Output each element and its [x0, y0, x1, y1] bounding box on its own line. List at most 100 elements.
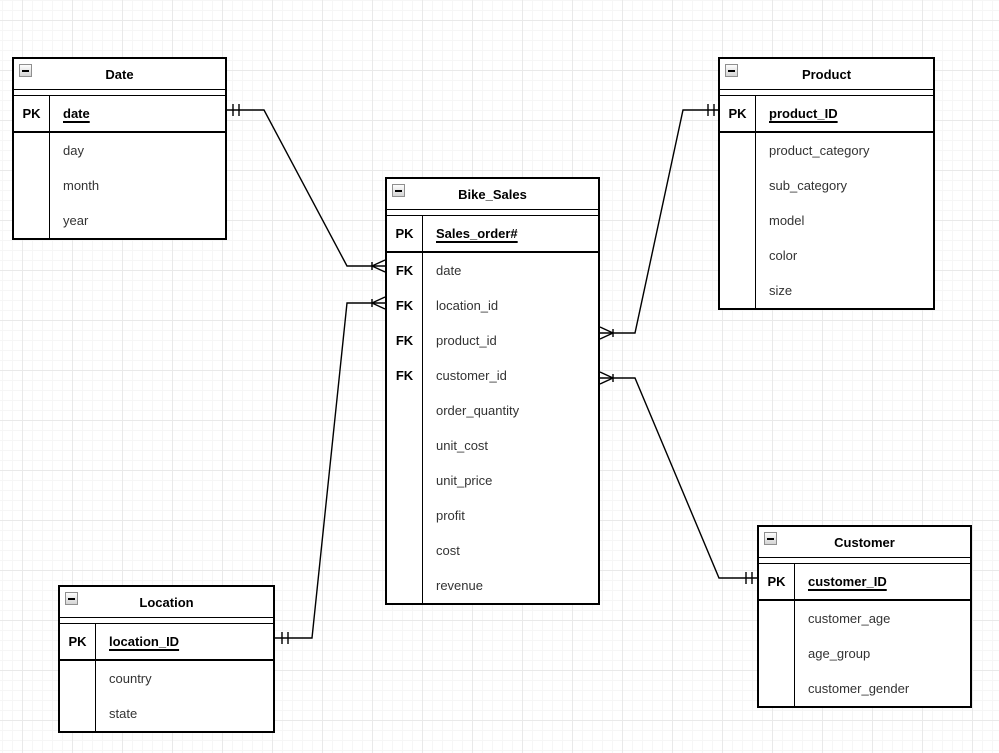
- entity-row[interactable]: customer_gender: [759, 671, 970, 706]
- row-attr-name: product_category: [769, 143, 870, 158]
- entity-row[interactable]: color: [720, 238, 933, 273]
- row-key-label: PK: [759, 564, 795, 599]
- entity-header[interactable]: Bike_Sales: [387, 179, 598, 210]
- entity-header[interactable]: Location: [60, 587, 273, 618]
- row-key-label: PK: [720, 96, 756, 131]
- row-attr-name: product_ID: [769, 106, 838, 121]
- entity-table-product[interactable]: Product PK product_ID product_category sub_…: [718, 57, 935, 310]
- row-key-label: [720, 238, 756, 273]
- entity-row[interactable]: state: [60, 696, 273, 731]
- entity-table-date[interactable]: Date PK date day month year: [12, 57, 227, 240]
- row-key-label: [759, 601, 795, 636]
- row-key-label: [387, 533, 423, 568]
- collapse-icon[interactable]: [19, 64, 32, 77]
- row-key-label: [60, 696, 96, 731]
- entity-row[interactable]: month: [14, 168, 225, 203]
- entity-title: Bike_Sales: [458, 186, 527, 202]
- entity-row[interactable]: year: [14, 203, 225, 238]
- entity-row[interactable]: product_category: [720, 133, 933, 168]
- entity-header[interactable]: Date: [14, 59, 225, 90]
- row-attr-name: color: [769, 248, 798, 263]
- crowfoot-prong: [599, 326, 614, 334]
- entity-row[interactable]: FK date: [387, 253, 598, 288]
- crowfoot-prong: [599, 371, 614, 379]
- row-key-label: FK: [387, 253, 423, 288]
- row-attr-name: Sales_order#: [436, 226, 518, 241]
- entity-row[interactable]: model: [720, 203, 933, 238]
- row-key-label: FK: [387, 288, 423, 323]
- entity-row[interactable]: cost: [387, 533, 598, 568]
- entity-row[interactable]: unit_cost: [387, 428, 598, 463]
- entity-title: Product: [801, 66, 852, 82]
- row-key-label: [14, 203, 50, 238]
- row-key-label: [60, 661, 96, 696]
- row-attr-name: model: [769, 213, 805, 228]
- row-attr-name: month: [63, 178, 100, 193]
- row-key-label: [387, 568, 423, 603]
- row-attr-name: location_id: [436, 298, 499, 313]
- minus-glyph: [395, 189, 402, 192]
- entity-row[interactable]: order_quantity: [387, 393, 598, 428]
- edge-customer-to-bikesales[interactable]: [599, 371, 757, 584]
- entity-row[interactable]: size: [720, 273, 933, 308]
- entity-row[interactable]: FK location_id: [387, 288, 598, 323]
- entity-body: PK product_ID product_category sub_category…: [720, 95, 933, 308]
- crowfoot-prong: [599, 377, 614, 385]
- edge-product-to-bikesales[interactable]: [599, 104, 718, 340]
- entity-row[interactable]: day: [14, 133, 225, 168]
- row-key-label: [387, 498, 423, 533]
- entity-row[interactable]: profit: [387, 498, 598, 533]
- minus-glyph: [767, 537, 774, 540]
- collapse-icon[interactable]: [764, 532, 777, 545]
- entity-header[interactable]: Product: [720, 59, 933, 90]
- edge-location-to-bikesales[interactable]: [275, 296, 386, 644]
- row-attr-name: size: [769, 283, 793, 298]
- row-attr-name: unit_cost: [436, 438, 489, 453]
- entity-row[interactable]: PK product_ID: [720, 96, 933, 133]
- entity-row[interactable]: age_group: [759, 636, 970, 671]
- row-attr-name: unit_price: [436, 473, 493, 488]
- entity-row[interactable]: PK date: [14, 96, 225, 133]
- minus-glyph: [728, 69, 735, 72]
- collapse-icon[interactable]: [392, 184, 405, 197]
- row-attr-name: country: [109, 671, 152, 686]
- entity-row[interactable]: country: [60, 661, 273, 696]
- crowfoot-prong: [371, 259, 386, 267]
- row-key-label: [720, 203, 756, 238]
- row-attr-name: customer_age: [808, 611, 891, 626]
- row-attr-name: profit: [436, 508, 465, 523]
- edge-date-to-bikesales[interactable]: [227, 104, 386, 273]
- row-attr-name: customer_ID: [808, 574, 887, 589]
- entity-title: Customer: [834, 534, 895, 550]
- entity-row[interactable]: revenue: [387, 568, 598, 603]
- row-key-label: [759, 671, 795, 706]
- row-attr-name: customer_gender: [808, 681, 910, 696]
- row-attr-name: date: [63, 106, 90, 121]
- row-attr-name: location_ID: [109, 634, 180, 649]
- row-attr-name: date: [436, 263, 462, 278]
- row-key-label: [387, 463, 423, 498]
- row-key-label: [720, 133, 756, 168]
- entity-header[interactable]: Customer: [759, 527, 970, 558]
- collapse-icon[interactable]: [725, 64, 738, 77]
- minus-glyph: [68, 597, 75, 600]
- row-attr-name: sub_category: [769, 178, 848, 193]
- collapse-icon[interactable]: [65, 592, 78, 605]
- entity-row[interactable]: sub_category: [720, 168, 933, 203]
- entity-row[interactable]: customer_age: [759, 601, 970, 636]
- row-key-label: [14, 133, 50, 168]
- entity-table-customer[interactable]: Customer PK customer_ID customer_age age_gr…: [757, 525, 972, 708]
- entity-row[interactable]: PK customer_ID: [759, 564, 970, 601]
- row-key-label: PK: [14, 96, 50, 131]
- entity-row[interactable]: unit_price: [387, 463, 598, 498]
- row-key-label: [14, 168, 50, 203]
- row-attr-name: cost: [436, 543, 460, 558]
